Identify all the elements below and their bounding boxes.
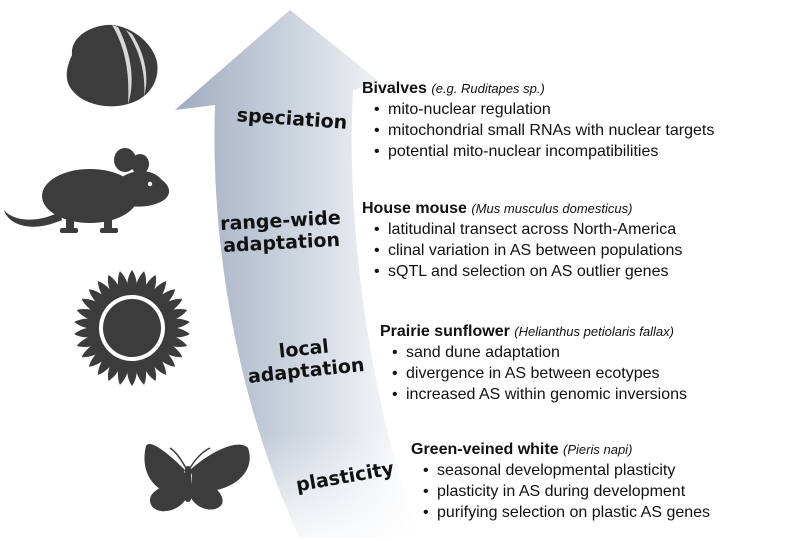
stage-label-range-wide-adaptation: range-wide adaptation — [205, 206, 357, 258]
list-item: mitochondrial small RNAs with nuclear ta… — [374, 120, 714, 141]
point-list: latitudinal transect across North-Americ… — [362, 219, 682, 282]
petal — [161, 318, 190, 330]
block-header: Bivalves (e.g. Ruditapes sp.) — [362, 79, 714, 99]
petal — [151, 289, 176, 311]
green-veined-white-block: Green-veined white (Pieris napi) seasona… — [411, 440, 710, 523]
list-item: seasonal developmental plasticity — [423, 460, 710, 481]
butterfly-icon — [144, 443, 250, 512]
point-list: sand dune adaptation divergence in AS be… — [380, 342, 687, 405]
petal — [140, 275, 157, 303]
block-header: Green-veined white (Pieris napi) — [411, 440, 710, 460]
prairie-sunflower-block: Prairie sunflower (Helianthus petiolaris… — [380, 322, 687, 405]
list-item: potential mito-nuclear incompatibilities — [374, 141, 714, 162]
bivalves-block: Bivalves (e.g. Ruditapes sp.) mito-nucle… — [362, 79, 714, 162]
organism-name: Prairie sunflower — [380, 323, 510, 340]
scientific-name: (Helianthus petiolaris fallax) — [514, 324, 674, 339]
list-item: sand dune adaptation — [392, 342, 687, 363]
petal — [97, 281, 118, 307]
petal — [140, 353, 157, 381]
petal — [107, 353, 124, 381]
petal — [76, 333, 105, 347]
petal — [126, 270, 138, 298]
petal — [74, 326, 103, 338]
petal — [146, 281, 167, 307]
petal — [155, 339, 183, 358]
point-list: seasonal developmental plasticity plasti… — [411, 460, 710, 523]
organism-name: Bivalves — [362, 80, 427, 97]
petal — [117, 271, 130, 300]
petal — [155, 298, 183, 317]
point-list: mito-nuclear regulation mitochondrial sm… — [362, 99, 714, 162]
progression-arrow — [175, 10, 420, 538]
petal — [107, 275, 124, 303]
list-item: plasticity in AS during development — [423, 481, 710, 502]
petal — [81, 298, 109, 317]
petal — [88, 345, 113, 367]
list-item: sQTL and selection on AS outlier genes — [374, 261, 682, 282]
sunflower-icon — [74, 270, 190, 386]
list-item: latitudinal transect across North-Americ… — [374, 219, 682, 240]
mouse-icon — [4, 148, 170, 233]
list-item: increased AS within genomic inversions — [392, 384, 687, 405]
petal — [134, 356, 147, 385]
petal — [97, 349, 118, 375]
list-item: purifying selection on plastic AS genes — [423, 502, 710, 523]
petal — [126, 358, 138, 386]
petal — [81, 339, 109, 358]
list-item: clinal variation in AS between populatio… — [374, 240, 682, 261]
organism-name: Green-veined white — [411, 441, 559, 458]
petal — [88, 289, 113, 311]
block-header: Prairie sunflower (Helianthus petiolaris… — [380, 322, 687, 342]
petal — [159, 309, 188, 323]
petal — [151, 345, 176, 367]
list-item: mito-nuclear regulation — [374, 99, 714, 120]
organism-name: House mouse — [362, 200, 467, 217]
list-item: divergence in AS between ecotypes — [392, 363, 687, 384]
block-header: House mouse (Mus musculus domesticus) — [362, 199, 682, 219]
clam-shell-icon — [66, 24, 158, 107]
petal — [146, 349, 167, 375]
scientific-name: (Mus musculus domesticus) — [471, 201, 633, 216]
scientific-name: (Pieris napi) — [563, 442, 633, 457]
scientific-name: (e.g. Ruditapes sp.) — [431, 81, 545, 96]
house-mouse-block: House mouse (Mus musculus domesticus) la… — [362, 199, 682, 282]
